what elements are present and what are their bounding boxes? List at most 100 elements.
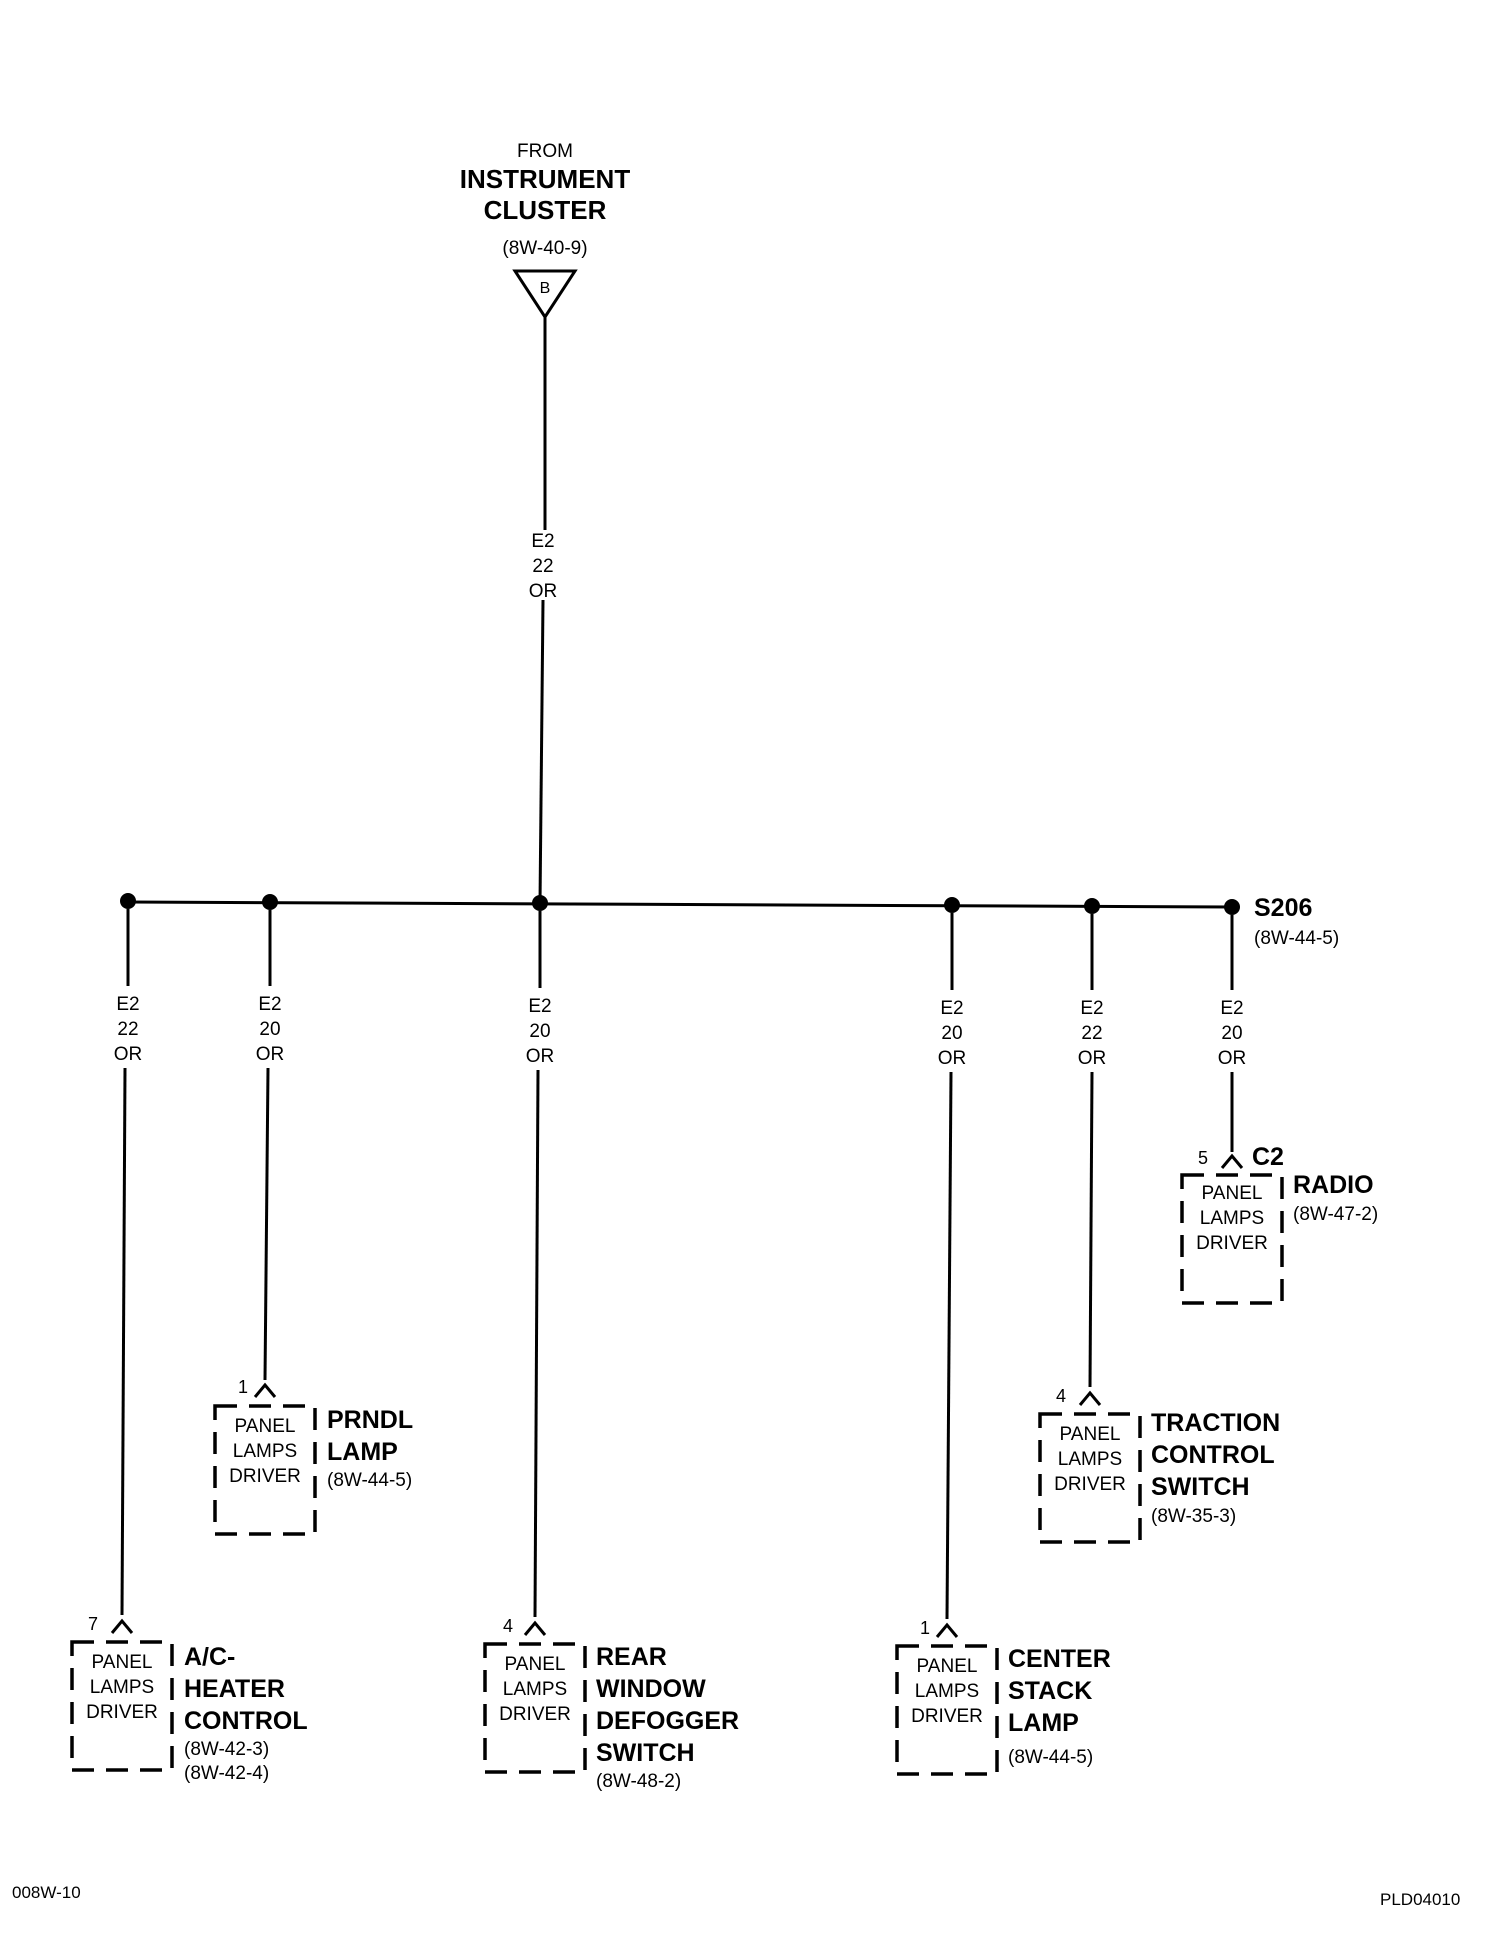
splice-dot bbox=[532, 895, 548, 911]
source-instrument-cluster: FROM INSTRUMENT CLUSTER (8W-40-9) B bbox=[460, 141, 631, 320]
branch-circuit: E2 bbox=[258, 994, 281, 1015]
footer-figure-code: PLD04010 bbox=[1380, 1890, 1460, 1909]
box-label-line: LAMPS bbox=[1058, 1449, 1122, 1470]
box-label-line: DRIVER bbox=[1196, 1233, 1268, 1254]
splice-dot bbox=[262, 894, 278, 910]
component-ref: (8W-42-4) bbox=[184, 1763, 269, 1784]
component-name-line: REAR bbox=[596, 1643, 667, 1671]
terminal-chevron-icon bbox=[935, 1622, 959, 1638]
box-label-line: PANEL bbox=[1060, 1424, 1121, 1445]
terminal-chevron-icon bbox=[110, 1618, 134, 1634]
main-wire: E2 22 OR bbox=[529, 317, 558, 905]
terminal-chevron-icon bbox=[253, 1382, 277, 1398]
branch-circuit: E2 bbox=[1080, 998, 1103, 1019]
branch-gauge: 20 bbox=[941, 1023, 962, 1044]
main-wire-gauge: 22 bbox=[532, 556, 553, 577]
component-name-line: A/C- bbox=[184, 1643, 235, 1671]
branch-color: OR bbox=[938, 1048, 967, 1069]
component-ref: (8W-48-2) bbox=[596, 1771, 681, 1792]
branch-color: OR bbox=[1078, 1048, 1107, 1069]
branch-rear-window-defogger-switch: E2 20 OR 4 PANEL LAMPS DRIVER REAR WINDO… bbox=[483, 911, 739, 1792]
component-box bbox=[213, 1404, 317, 1536]
component-name-line: WINDOW bbox=[596, 1675, 706, 1703]
box-label-line: LAMPS bbox=[233, 1441, 297, 1462]
connector-triangle-icon bbox=[512, 269, 578, 320]
pin-number: 7 bbox=[88, 1614, 98, 1634]
footer-page-code: 008W-10 bbox=[12, 1883, 81, 1902]
splice-dot bbox=[1084, 898, 1100, 914]
component-box bbox=[483, 1642, 587, 1774]
box-label-line: PANEL bbox=[917, 1656, 978, 1677]
component-ref: (8W-47-2) bbox=[1293, 1204, 1378, 1225]
branch-radio: E2 20 OR 5 C2 PANEL LAMPS DRIVER RADIO (… bbox=[1180, 915, 1378, 1305]
component-box bbox=[895, 1644, 999, 1776]
main-wire-circuit: E2 bbox=[531, 531, 554, 552]
box-label-line: LAMPS bbox=[90, 1677, 154, 1698]
branch-gauge: 20 bbox=[259, 1019, 280, 1040]
box-label-line: DRIVER bbox=[86, 1702, 158, 1723]
source-name-line2: CLUSTER bbox=[484, 195, 607, 225]
box-label-line: DRIVER bbox=[911, 1706, 983, 1727]
pin-number: 1 bbox=[238, 1377, 248, 1397]
box-label-line: DRIVER bbox=[499, 1704, 571, 1725]
branch-circuit: E2 bbox=[116, 994, 139, 1015]
splice-dot bbox=[944, 897, 960, 913]
box-label-line: LAMPS bbox=[915, 1681, 979, 1702]
component-name-line: CONTROL bbox=[184, 1707, 308, 1735]
connector-pin-label: B bbox=[540, 280, 551, 297]
branch-gauge: 20 bbox=[529, 1021, 550, 1042]
source-name-line1: INSTRUMENT bbox=[460, 164, 631, 194]
source-from-label: FROM bbox=[517, 141, 573, 162]
component-box bbox=[1180, 1173, 1284, 1305]
component-ref: (8W-44-5) bbox=[327, 1470, 412, 1491]
branch-circuit: E2 bbox=[1220, 998, 1243, 1019]
splice-dot bbox=[1224, 899, 1240, 915]
box-label-line: PANEL bbox=[505, 1654, 566, 1675]
box-label-line: DRIVER bbox=[1054, 1474, 1126, 1495]
component-ref: (8W-44-5) bbox=[1008, 1747, 1093, 1768]
splice-id: S206 bbox=[1254, 894, 1312, 922]
branch-color: OR bbox=[256, 1044, 285, 1065]
component-name-line: LAMP bbox=[1008, 1709, 1079, 1737]
component-name-line: PRNDL bbox=[327, 1406, 413, 1434]
branch-center-stack-lamp: E2 20 OR 1 PANEL LAMPS DRIVER CENTER STA… bbox=[895, 913, 1111, 1776]
component-name-line: SWITCH bbox=[596, 1739, 695, 1767]
source-ref: (8W-40-9) bbox=[502, 238, 587, 259]
connector-id: C2 bbox=[1252, 1143, 1284, 1171]
component-ref: (8W-35-3) bbox=[1151, 1506, 1236, 1527]
box-label-line: PANEL bbox=[235, 1416, 296, 1437]
terminal-chevron-icon bbox=[523, 1620, 547, 1636]
pin-number: 4 bbox=[1056, 1386, 1066, 1406]
component-name-line: DEFOGGER bbox=[596, 1707, 739, 1735]
pin-number: 1 bbox=[920, 1618, 930, 1638]
box-label-line: PANEL bbox=[92, 1652, 153, 1673]
splice-dot bbox=[120, 893, 136, 909]
main-wire-color: OR bbox=[529, 581, 558, 602]
component-name-line: HEATER bbox=[184, 1675, 285, 1703]
component-ref: (8W-42-3) bbox=[184, 1739, 269, 1760]
branch-ac-heater-control: E2 22 OR 7 PANEL LAMPS DRIVER A/C- HEATE… bbox=[70, 909, 308, 1784]
component-name-line: TRACTION bbox=[1151, 1409, 1280, 1437]
splice-ref: (8W-44-5) bbox=[1254, 928, 1339, 949]
component-name-line: RADIO bbox=[1293, 1171, 1374, 1199]
component-name-line: LAMP bbox=[327, 1438, 398, 1466]
box-label-line: LAMPS bbox=[1200, 1208, 1264, 1229]
box-label-line: PANEL bbox=[1202, 1183, 1263, 1204]
terminal-chevron-icon bbox=[1220, 1153, 1244, 1169]
box-label-line: DRIVER bbox=[229, 1466, 301, 1487]
bus-wire: S206 (8W-44-5) bbox=[120, 893, 1339, 949]
component-name-line: SWITCH bbox=[1151, 1473, 1250, 1501]
component-name-line: CONTROL bbox=[1151, 1441, 1275, 1469]
branch-color: OR bbox=[526, 1046, 555, 1067]
component-name-line: STACK bbox=[1008, 1677, 1092, 1705]
pin-number: 4 bbox=[503, 1616, 513, 1636]
component-box bbox=[70, 1640, 174, 1772]
branch-circuit: E2 bbox=[940, 998, 963, 1019]
branch-color: OR bbox=[114, 1044, 143, 1065]
branch-gauge: 22 bbox=[117, 1019, 138, 1040]
component-name-line: CENTER bbox=[1008, 1645, 1111, 1673]
terminal-chevron-icon bbox=[1078, 1390, 1102, 1406]
branch-prndl-lamp: E2 20 OR 1 PANEL LAMPS DRIVER PRNDL LAMP… bbox=[213, 910, 413, 1536]
branch-gauge: 22 bbox=[1081, 1023, 1102, 1044]
